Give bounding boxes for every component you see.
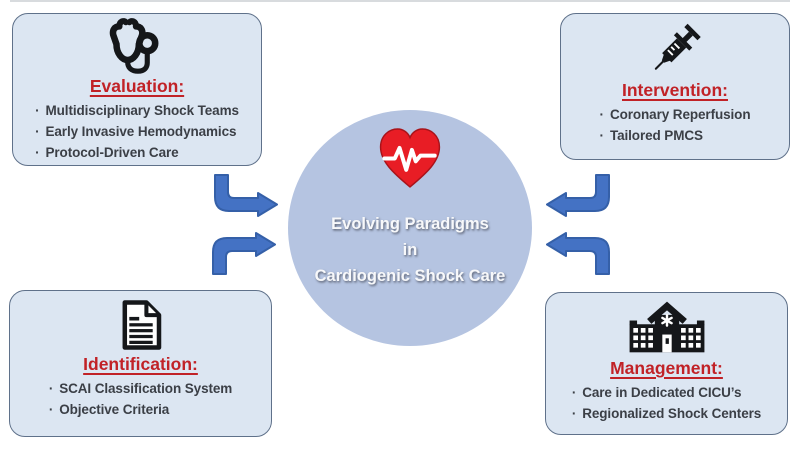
bullet-item: · Early Invasive Hemodynamics <box>35 121 239 142</box>
evaluation-bullets: · Multidisciplinary Shock Teams · Early In… <box>35 100 239 163</box>
bullet-item: · Regionalized Shock Centers <box>572 403 761 424</box>
arrow-management-to-center <box>546 232 610 275</box>
bullet-dot: · <box>48 402 54 417</box>
bullet-text: Multidisciplinary Shock Teams <box>45 103 240 118</box>
bullet-dot: · <box>571 385 577 400</box>
evaluation-title: Evaluation: <box>89 76 185 96</box>
bullet-item: · Coronary Reperfusion <box>600 104 751 125</box>
arrow-identification-to-center <box>212 232 276 275</box>
stethoscope-icon <box>109 18 159 74</box>
bullet-dot: · <box>35 145 40 160</box>
bullet-dot: · <box>48 381 54 396</box>
bullet-item: · Tailored PMCS <box>600 125 751 146</box>
identification-title: Identification: <box>83 354 198 374</box>
bullet-text: Tailored PMCS <box>609 128 703 143</box>
slide-edge-line <box>10 0 790 2</box>
bullet-text: SCAI Classification System <box>59 381 233 396</box>
intervention-card: Intervention: · Coronary Reperfusion · Tai… <box>560 13 790 160</box>
identification-card: Identification: · SCAI Classification Sys… <box>9 290 272 437</box>
bullet-item: · Care in Dedicated CICU’s <box>572 382 761 403</box>
arrow-intervention-to-center <box>546 174 610 217</box>
bullet-dot: · <box>35 124 40 139</box>
management-title: Management: <box>610 358 723 378</box>
bullet-dot: · <box>35 103 40 118</box>
center-title-line3: Cardiogenic Shock Care <box>314 267 506 285</box>
bullet-item: · Objective Criteria <box>49 399 232 420</box>
center-title-line1: Evolving Paradigms <box>331 215 489 233</box>
center-title-line2: in <box>402 241 418 259</box>
management-card: Management: · Care in Dedicated CICU’s · R… <box>545 292 788 435</box>
bullet-text: Care in Dedicated CICU’s <box>582 385 742 400</box>
intervention-bullets: · Coronary Reperfusion · Tailored PMCS <box>600 104 751 146</box>
identification-bullets: · SCAI Classification System · Objective C… <box>49 378 232 420</box>
bullet-item: · Protocol-Driven Care <box>35 142 239 163</box>
hospital-icon <box>629 301 704 353</box>
syringe-icon <box>654 23 701 70</box>
bullet-text: Objective Criteria <box>59 402 170 417</box>
bullet-text: Protocol-Driven Care <box>45 145 179 160</box>
bullet-item: · SCAI Classification System <box>49 378 232 399</box>
center-circle: Evolving Paradigms in Cardiogenic Shock … <box>288 110 532 346</box>
bullet-dot: · <box>599 128 605 143</box>
intervention-title: Intervention: <box>622 80 728 100</box>
center-title: Evolving Paradigms in Cardiogenic Shock … <box>288 211 532 289</box>
evaluation-card: Evaluation: · Multidisciplinary Shock Tea… <box>12 13 262 166</box>
bullet-text: Coronary Reperfusion <box>609 107 751 122</box>
bullet-dot: · <box>599 107 605 122</box>
heart-pulse-icon <box>379 128 441 188</box>
arrow-evaluation-to-center <box>214 174 278 217</box>
bullet-item: · Multidisciplinary Shock Teams <box>35 100 239 121</box>
document-icon <box>122 300 161 350</box>
bullet-text: Early Invasive Hemodynamics <box>45 124 237 139</box>
bullet-text: Regionalized Shock Centers <box>582 406 762 421</box>
management-bullets: · Care in Dedicated CICU’s · Regionalized … <box>572 382 761 424</box>
bullet-dot: · <box>571 406 577 421</box>
